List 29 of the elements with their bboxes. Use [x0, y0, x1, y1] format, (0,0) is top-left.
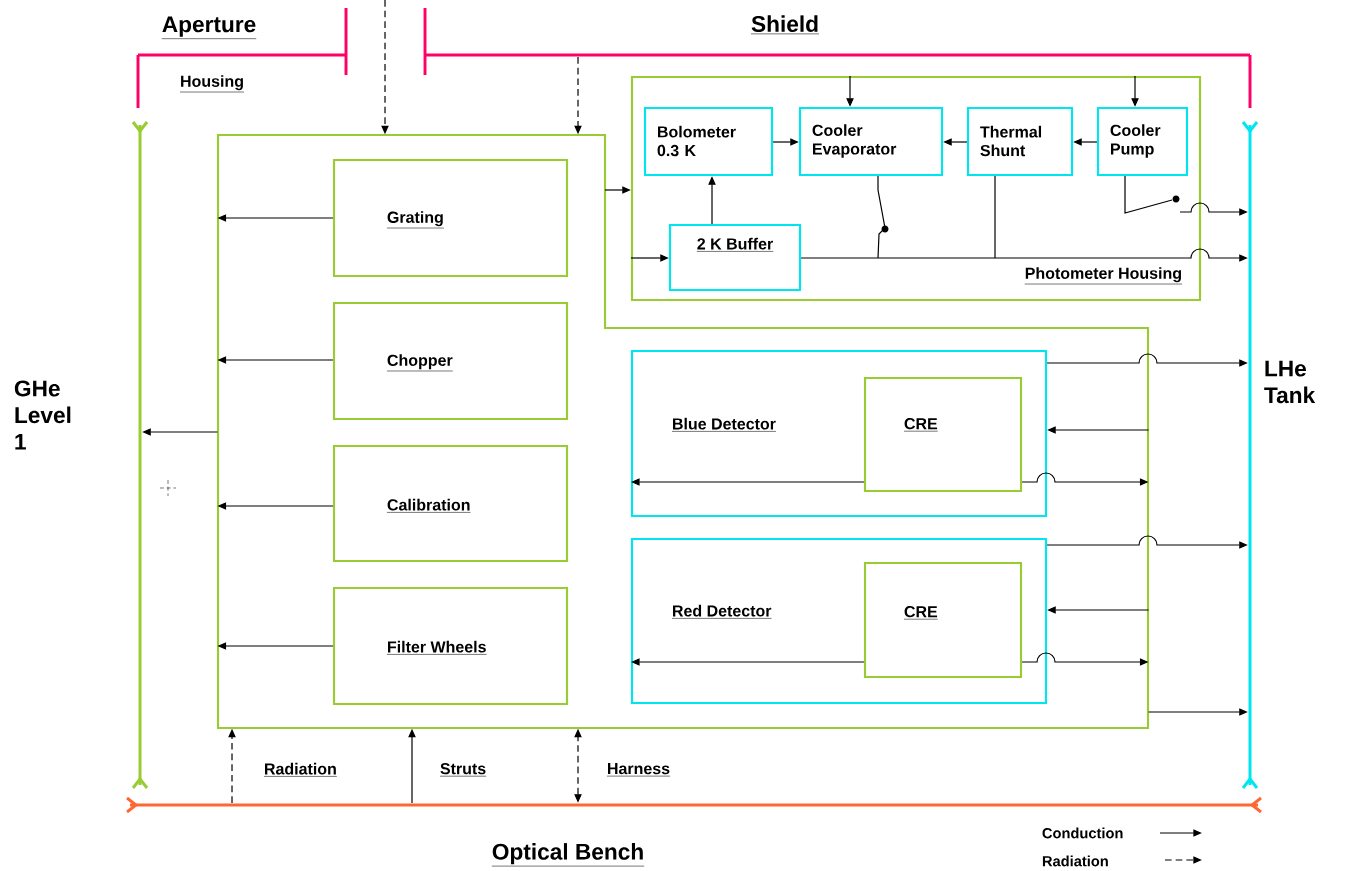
node-label: GHe Level 1 — [14, 380, 71, 450]
electronics-box: CRE — [863, 561, 1023, 679]
shield-rail: Shield — [423, 8, 1250, 75]
component-box: Calibration — [332, 444, 569, 563]
node-label: Aperture — [162, 16, 256, 37]
arrow — [631, 478, 865, 486]
edge-label: Radiation — [262, 761, 339, 779]
component-box: 2 K Buffer — [668, 223, 802, 292]
tank-rail: LHe Tank — [1241, 121, 1316, 789]
housing-rail: Aperture Housing — [136, 8, 348, 108]
node-label: Shield — [751, 15, 818, 32]
electronics-box: CRE — [863, 376, 1023, 493]
component-box: Cooler Evaporator — [798, 106, 944, 177]
component-box: Cooler Pump — [1096, 106, 1189, 177]
component-box: Filter Wheels — [332, 586, 569, 706]
component-box: Chopper — [332, 301, 569, 421]
arrow — [631, 658, 865, 666]
level-rail: GHe Level 1 — [14, 121, 149, 789]
node-label: Housing — [181, 75, 243, 91]
component-box: Bolometer 0.3 K — [643, 106, 774, 177]
edge-label: Harness — [605, 761, 672, 779]
component-box: Grating — [332, 158, 569, 278]
edge-label: Struts — [438, 761, 488, 779]
node-label: LHe Tank — [1264, 360, 1316, 404]
legend-item: Conduction — [1042, 827, 1202, 839]
node-label: Optical Bench — [492, 843, 643, 865]
arrow — [877, 175, 889, 259]
legend-item: Radiation — [1042, 855, 1202, 867]
component-box: Thermal Shunt — [966, 106, 1074, 177]
